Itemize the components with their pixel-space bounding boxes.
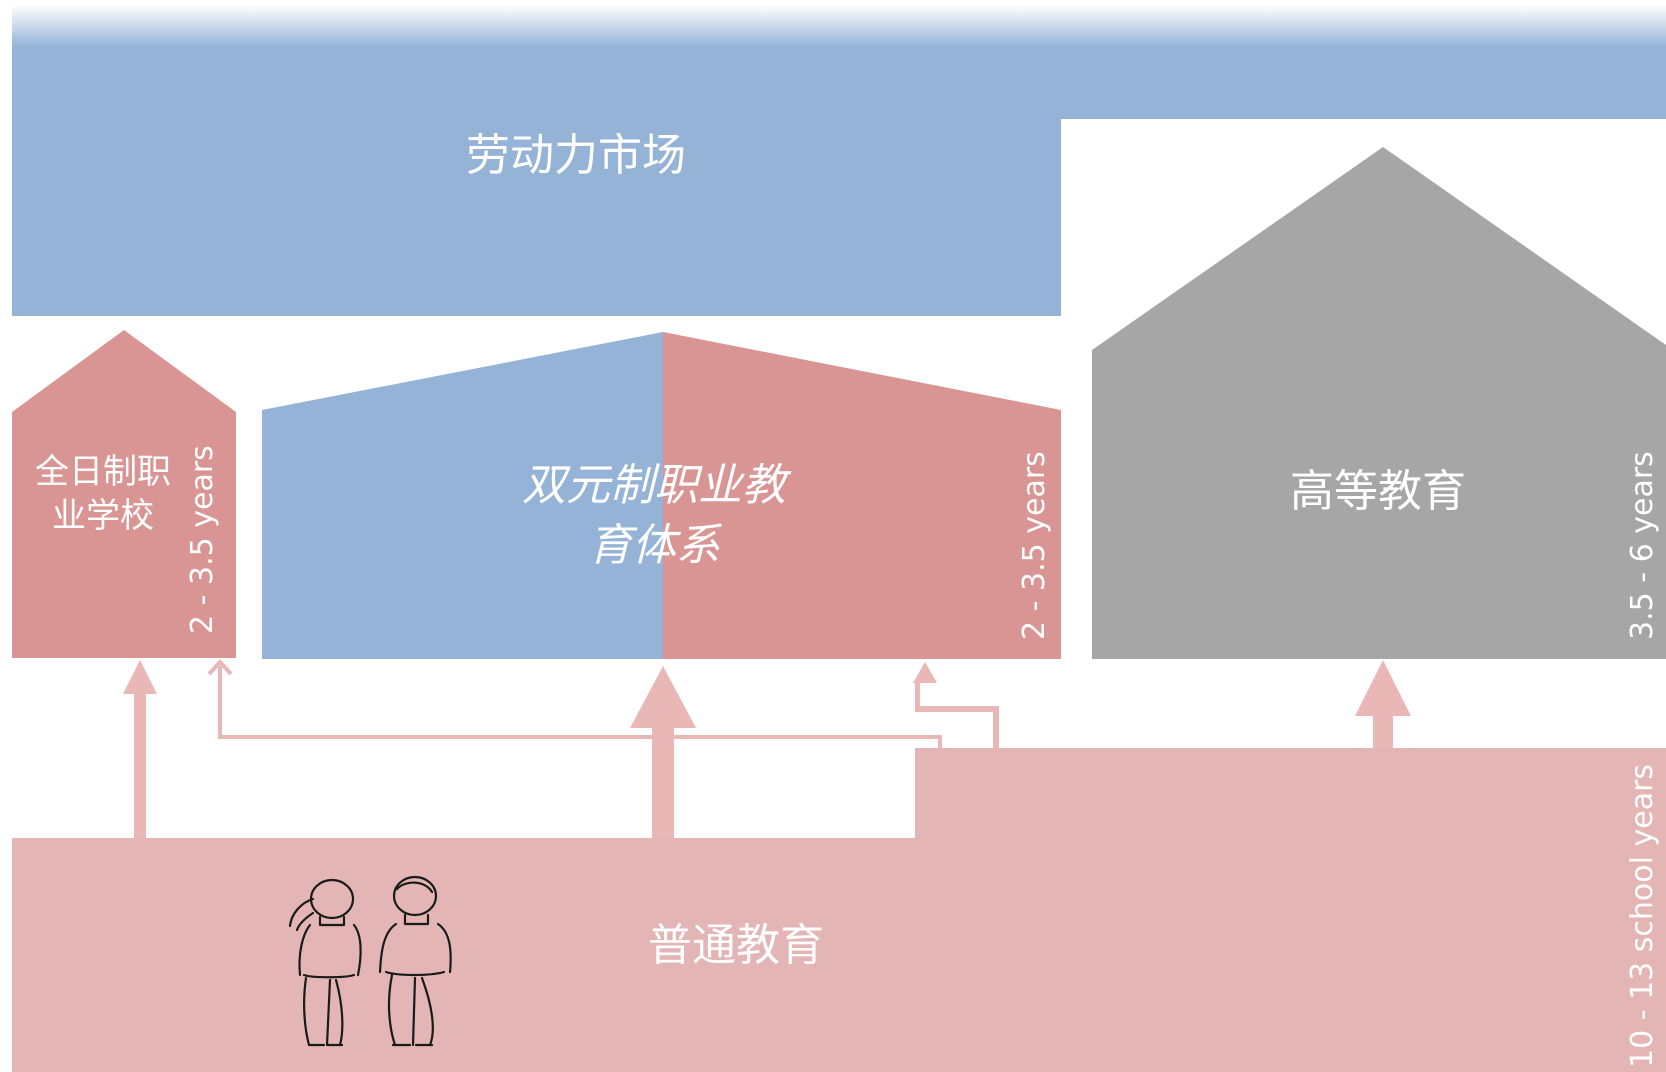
general-education-block: 普通教育 10 - 13 school years (12, 748, 1666, 1072)
fulltime-school-years: 2 - 3.5 years (185, 445, 220, 634)
dual-system-label-line1: 双元制职业教 (522, 460, 792, 511)
fulltime-school-label-line1: 全日制职 (35, 452, 171, 492)
higher-education-block: 高等教育 3.5 - 6 years (1092, 147, 1666, 659)
higher-education-years: 3.5 - 6 years (1625, 451, 1660, 640)
fulltime-school-block: 全日制职 业学校 2 - 3.5 years (12, 330, 236, 658)
dual-system-years: 2 - 3.5 years (1017, 451, 1052, 640)
dual-system-school-half (262, 332, 663, 659)
general-education-shape (12, 748, 1666, 1072)
labor-market-shape (12, 47, 1666, 316)
higher-education-house (1092, 147, 1666, 659)
general-education-years: 10 - 13 school years (1625, 764, 1660, 1068)
arrow-to-fulltime-school (123, 660, 157, 838)
higher-education-label: 高等教育 (1290, 466, 1466, 517)
dual-system-company-half (663, 332, 1061, 659)
student-boy-icon (378, 875, 452, 1047)
arrow-to-dual-system (630, 666, 696, 838)
labor-market-top-fade (12, 5, 1666, 47)
labor-market-label: 劳动力市场 (466, 130, 686, 181)
arrow-to-dual-system-right (913, 662, 937, 683)
general-education-label: 普通教育 (648, 920, 824, 971)
student-girl-icon (288, 878, 362, 1047)
arrow-transfer-head (207, 659, 233, 676)
arrow-transfer-line (218, 666, 942, 748)
dual-system-block: 双元制职业教 育体系 2 - 3.5 years (262, 332, 1061, 659)
labor-market-block: 劳动力市场 (12, 5, 1666, 316)
pathway-arrows (123, 660, 1411, 838)
arrow-to-higher-education (1355, 660, 1411, 748)
fulltime-school-house (12, 330, 236, 658)
two-students-sketch-icon (288, 875, 452, 1047)
dual-system-label-line2: 育体系 (588, 520, 723, 571)
fulltime-school-label-line2: 业学校 (52, 496, 154, 536)
